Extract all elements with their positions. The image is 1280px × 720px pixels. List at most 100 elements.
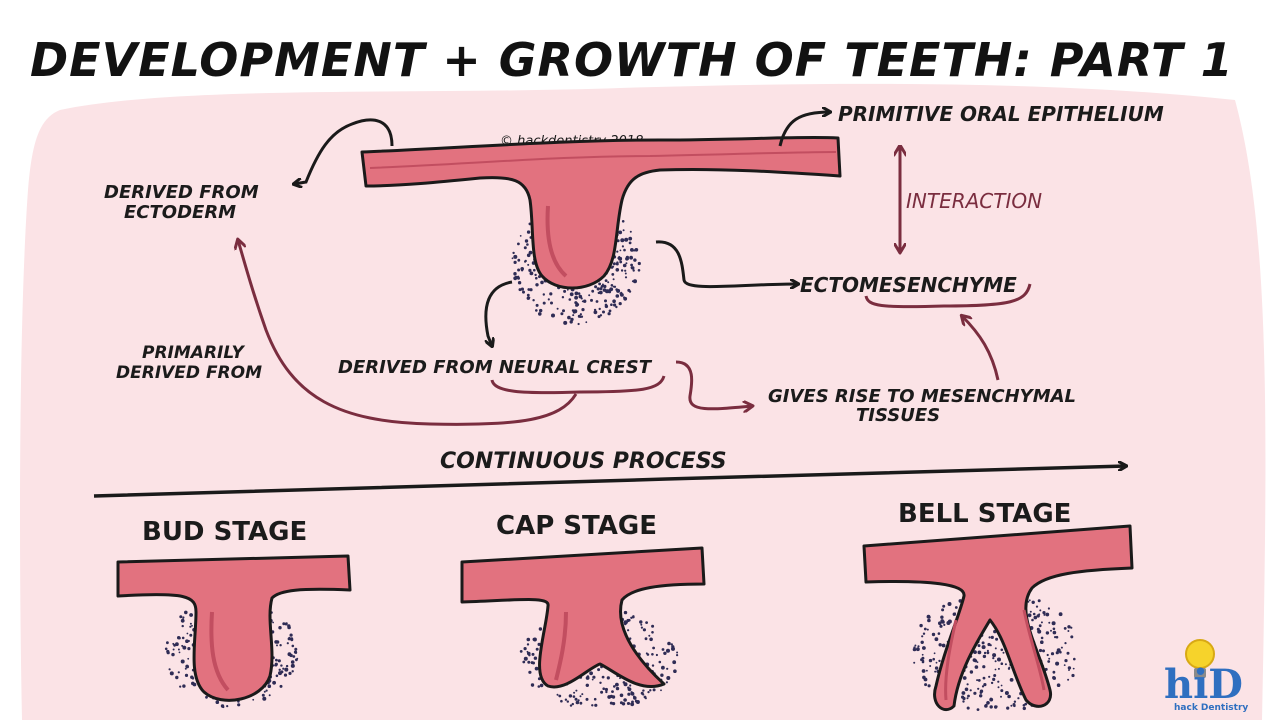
stipple-dot <box>982 654 987 659</box>
stipple-dot <box>628 290 632 293</box>
stipple-dot <box>942 604 946 608</box>
stipple-dot <box>628 241 632 245</box>
stipple-dot <box>581 300 584 303</box>
stipple-dot <box>612 262 616 266</box>
stipple-dot <box>622 229 625 232</box>
stipple-dot <box>535 647 539 651</box>
stipple-dot <box>661 665 665 670</box>
stipple-dot <box>1033 615 1038 620</box>
logo-mark: hiD <box>1164 661 1243 708</box>
stipple-dot <box>993 674 997 677</box>
stipple-dot <box>177 648 180 651</box>
stipple-dot <box>1063 664 1066 666</box>
stipple-dot <box>666 667 669 670</box>
stipple-dot <box>184 673 189 678</box>
stipple-dot <box>615 294 620 298</box>
stipple-dot <box>526 637 531 642</box>
stipple-dot <box>938 659 941 663</box>
stipple-dot <box>629 637 632 640</box>
stipple-dot <box>667 641 671 646</box>
stipple-dot <box>1052 670 1056 674</box>
stipple-dot <box>665 681 669 684</box>
stipple-dot <box>920 658 923 662</box>
stipple-dot <box>620 293 624 297</box>
stipple-dot <box>513 273 517 276</box>
stipple-dot <box>189 633 193 637</box>
ectomesenchyme-underline <box>864 283 1032 309</box>
stipple-dot <box>1009 678 1014 682</box>
stipple-dot <box>613 303 617 307</box>
stipple-dot <box>282 667 285 670</box>
stipple-dot <box>973 691 977 695</box>
stipple-dot <box>921 635 924 638</box>
stipple-dot <box>972 658 977 662</box>
stipple-dot <box>642 693 645 696</box>
stipple-dot <box>977 644 981 648</box>
stipple-dot <box>1000 695 1002 698</box>
stipple-dot <box>966 697 969 700</box>
stipple-dot <box>615 682 619 687</box>
stipple-dot <box>981 641 985 645</box>
stipple-dot <box>666 648 670 653</box>
stipple-dot <box>519 650 523 653</box>
label-primitive-oral-epithelium: PRIMITIVE ORAL EPITHELIUM <box>838 102 1164 126</box>
stipple-dot <box>291 670 294 673</box>
stipple-dot <box>997 686 1000 689</box>
arrow-to-neural-crest <box>484 280 513 346</box>
stipple-dot <box>220 704 225 708</box>
stipple-dot <box>572 314 575 317</box>
stipple-dot <box>600 285 604 288</box>
label-primarily-2: DERIVED FROM <box>116 363 262 383</box>
stipple-dot <box>630 248 634 252</box>
stipple-dot <box>1002 651 1005 654</box>
stipple-dot <box>535 309 538 312</box>
stipple-dot <box>189 622 192 625</box>
stipple-dot <box>1000 662 1004 665</box>
stipple-dot <box>523 647 527 651</box>
neural-crest-underline <box>490 375 666 395</box>
stipple-dot <box>575 700 580 705</box>
stipple-dot <box>1055 651 1059 655</box>
stipple-dot <box>1029 610 1032 613</box>
stipple-dot <box>616 250 619 253</box>
cap-stage: CAP STAGE <box>460 511 706 707</box>
stipple-dot <box>599 287 603 291</box>
stipple-dot <box>591 678 594 681</box>
stipple-dot <box>551 313 555 318</box>
stipple-dot <box>602 288 607 292</box>
stipple-dot <box>1046 653 1049 657</box>
stipple-dot <box>1038 624 1042 628</box>
stipple-dot <box>1013 704 1016 708</box>
stipple-dot <box>929 665 932 667</box>
stipple-dot <box>610 284 614 287</box>
stipple-dot <box>934 637 939 642</box>
stipple-dot <box>537 685 541 688</box>
stipple-dot <box>623 248 626 252</box>
stipple-dot <box>623 296 628 301</box>
stipple-dot <box>947 619 952 624</box>
stipple-dot <box>931 632 936 637</box>
stipple-dot <box>526 650 529 653</box>
stipple-dot <box>997 657 1001 662</box>
stipple-dot <box>601 675 605 679</box>
stipple-dot <box>992 653 997 658</box>
stipple-dot <box>637 269 641 272</box>
stipple-dot <box>941 608 945 612</box>
stipple-dot <box>954 606 958 609</box>
stipple-dot <box>1022 704 1026 707</box>
stipple-dot <box>602 310 605 314</box>
stipple-dot <box>577 314 582 318</box>
stipple-dot <box>618 302 622 306</box>
stipple-dot <box>289 633 293 637</box>
stipple-dot <box>569 292 574 297</box>
stipple-dot <box>519 235 522 237</box>
stipple-dot <box>190 675 194 679</box>
stipple-dot <box>611 273 615 276</box>
stipple-dot <box>178 651 181 654</box>
stipple-dot <box>540 280 544 285</box>
epithelium-band <box>360 135 842 290</box>
stipple-dot <box>1044 667 1048 671</box>
stipple-dot <box>571 702 574 706</box>
stipple-dot <box>660 673 664 677</box>
stipple-dot <box>288 671 292 676</box>
